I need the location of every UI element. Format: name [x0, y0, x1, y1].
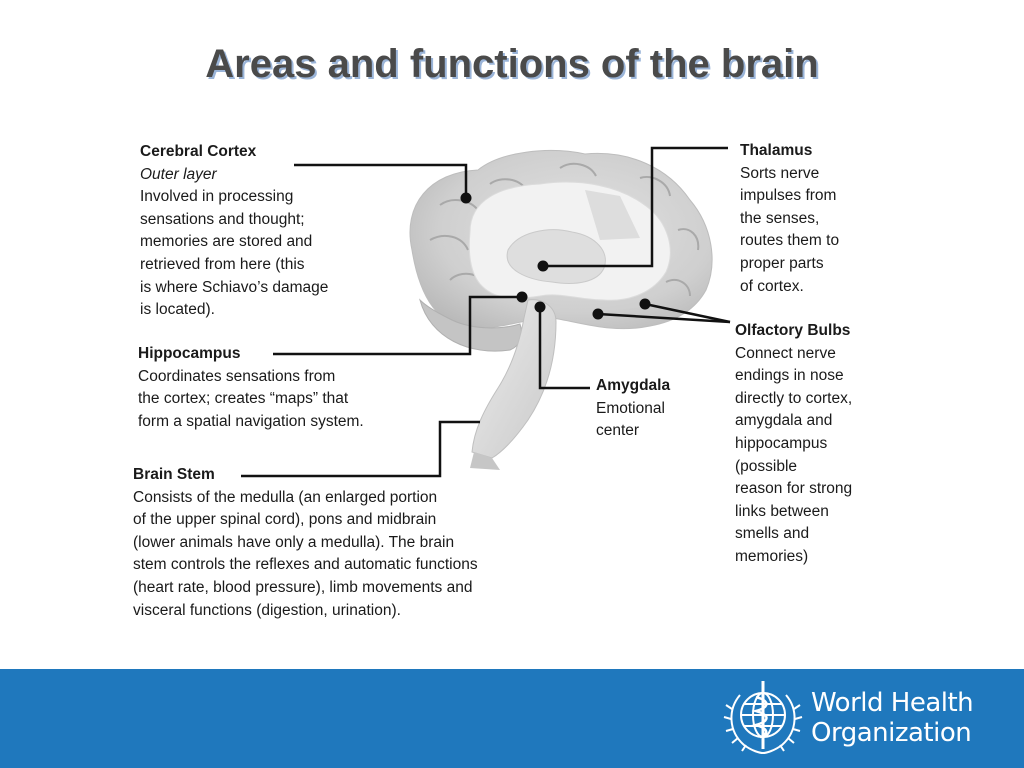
label-cerebral-cortex: Cerebral Cortex Outer layer Involved in …: [140, 141, 328, 322]
slide-title: Areas and functions of the brain: [205, 42, 819, 86]
label-body: Coordinates sensations from the cortex; …: [138, 367, 364, 430]
label-heading: Thalamus: [740, 142, 813, 159]
cerebellum-shape: [419, 298, 523, 352]
label-heading: Brain Stem: [133, 466, 215, 483]
label-body: Connect nerve endings in nose directly t…: [735, 344, 853, 565]
thalamus-region: [506, 229, 606, 284]
who-logo-text: World Health Organization: [811, 688, 974, 748]
label-body: Involved in processing sensations and th…: [140, 188, 329, 319]
org-name-line-1: World Health: [811, 688, 974, 718]
who-emblem-icon: [723, 681, 803, 754]
leader-dots: [460, 192, 651, 320]
label-thalamus: Thalamus Sorts nerve impulses from the s…: [740, 140, 839, 298]
leader-lines: [241, 146, 731, 478]
brain-diagram: [241, 146, 731, 478]
label-hippocampus: Hippocampus Coordinates sensations from …: [138, 343, 364, 433]
label-body: Consists of the medulla (an enlarged por…: [133, 488, 478, 619]
olfactory-tract: [559, 302, 649, 313]
label-heading: Cerebral Cortex: [140, 143, 257, 160]
label-subheading: Outer layer: [140, 165, 217, 183]
label-brain-stem: Brain Stem Consists of the medulla (an e…: [133, 464, 478, 622]
label-heading: Olfactory Bulbs: [735, 322, 851, 339]
brain-stem-shape: [471, 299, 557, 459]
label-heading: Amygdala: [596, 377, 671, 394]
label-body: Emotional center: [596, 399, 665, 440]
label-olfactory-bulbs: Olfactory Bulbs Connect nerve endings in…: [735, 320, 852, 569]
label-amygdala: Amygdala Emotional center: [596, 375, 670, 443]
org-name-line-2: Organization: [811, 718, 972, 748]
footer-bar: [0, 669, 1024, 768]
label-body: Sorts nerve impulses from the senses, ro…: [740, 164, 840, 295]
label-heading: Hippocampus: [138, 345, 241, 362]
